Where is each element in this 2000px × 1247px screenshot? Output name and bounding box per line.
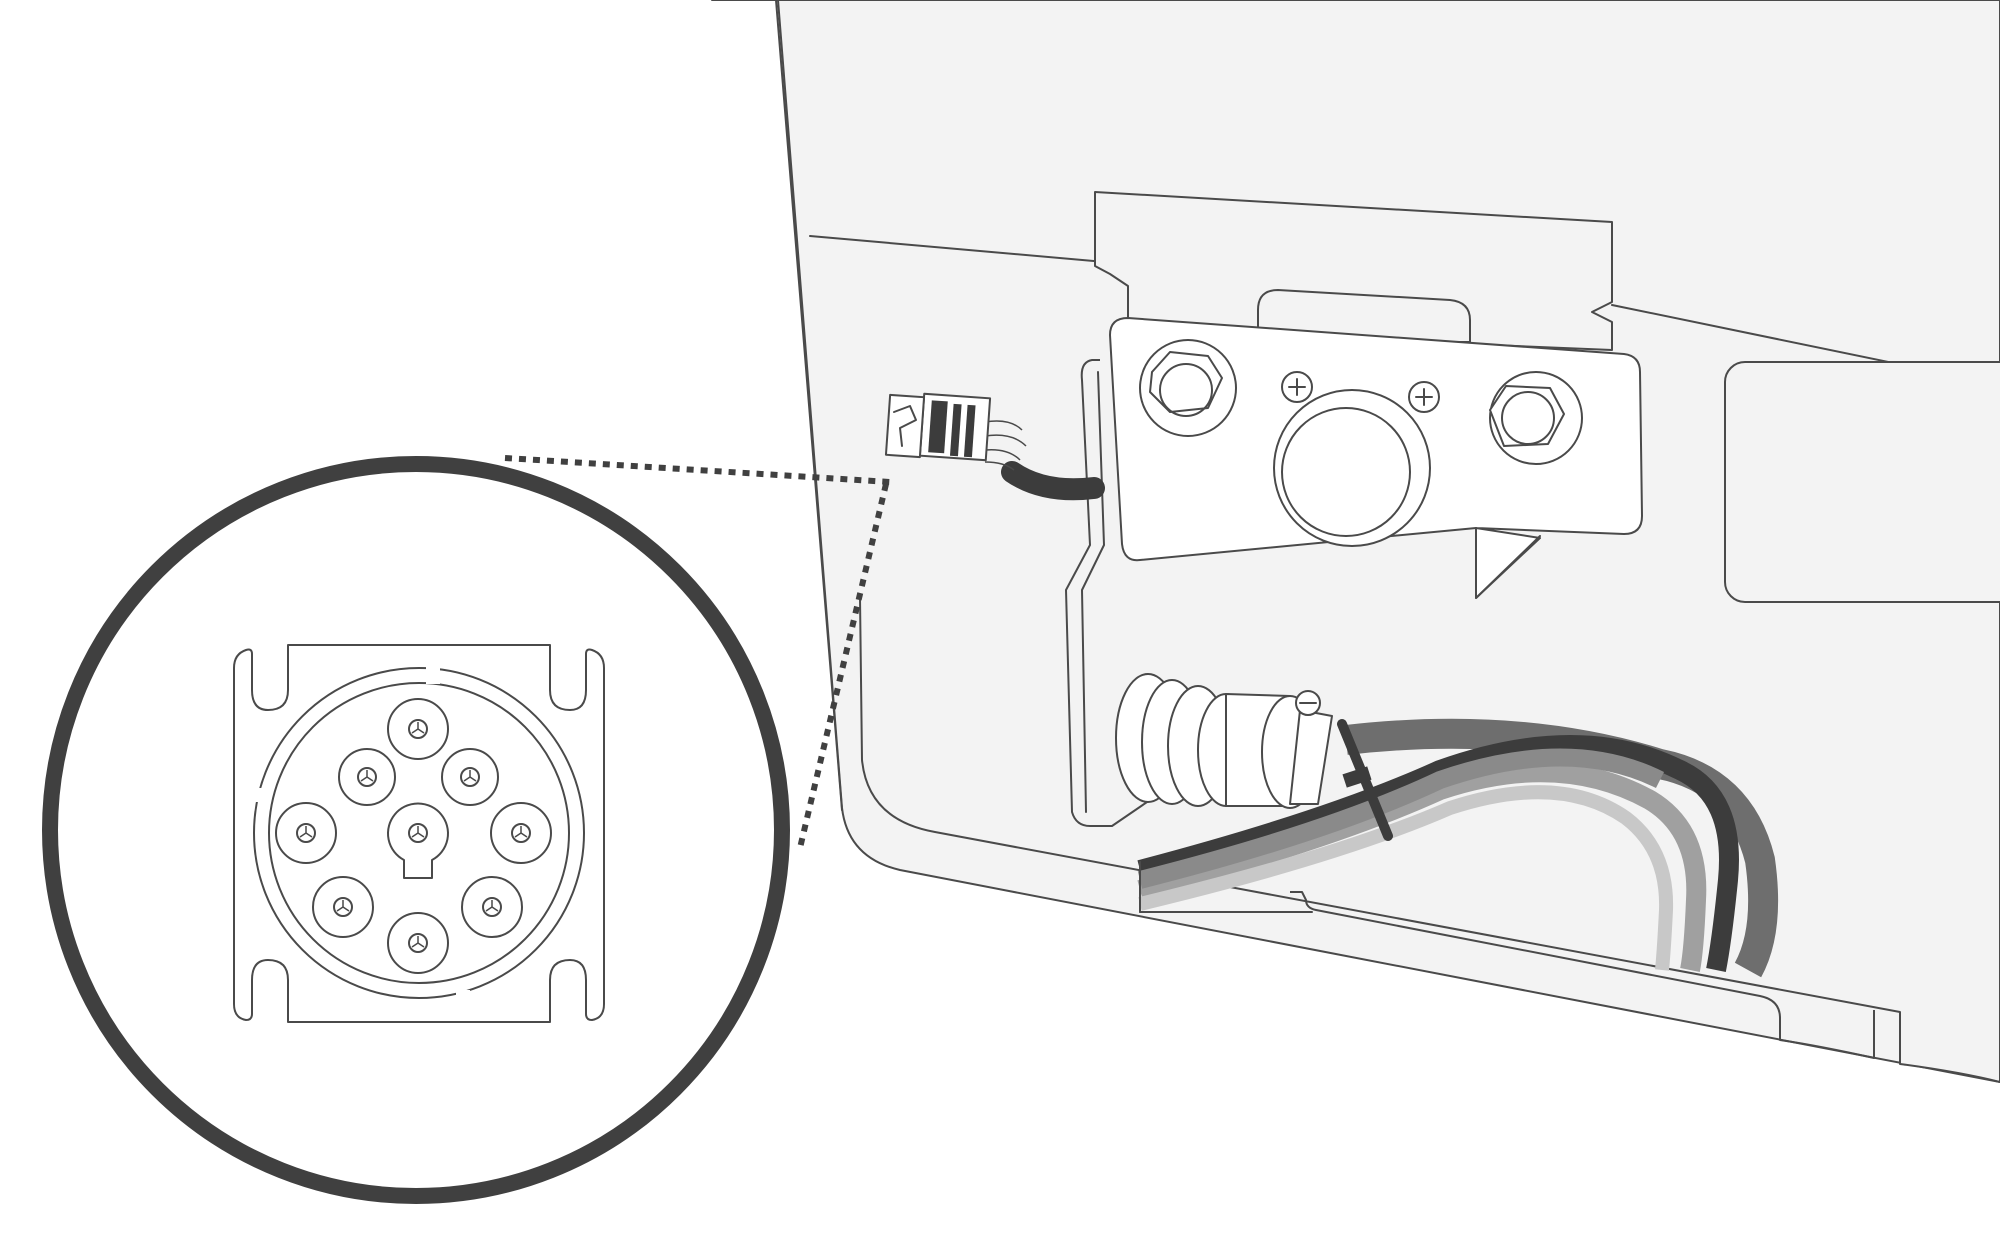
pin-upper-left [338,748,396,806]
pin-bottom [387,912,449,974]
mounting-bolt-right [1489,371,1583,465]
mounting-bolt-left [1139,339,1237,437]
backing-bracket [1094,191,1613,351]
pin-upper-right [441,748,499,806]
bracket-tab [1257,289,1471,343]
pin-top [387,698,449,760]
callout-leader [504,455,891,849]
pin-right [490,802,552,864]
center-grommet [1273,371,1440,547]
pin-center [387,802,449,879]
lower-cutout-edge [1290,891,1875,1059]
pin-lower-left [312,876,374,938]
pin-left [275,802,337,864]
round-connector [1115,673,1333,809]
screw-head-left [1281,371,1313,403]
body-recess-right [1724,361,2000,603]
cable-tie-icon [1337,719,1393,841]
screw-head-right [1408,381,1440,413]
connector-face-magnified [233,644,605,1023]
cable-bundle [1137,718,1779,978]
charging-port-icon [884,392,1105,501]
pin-lower-right [461,876,523,938]
